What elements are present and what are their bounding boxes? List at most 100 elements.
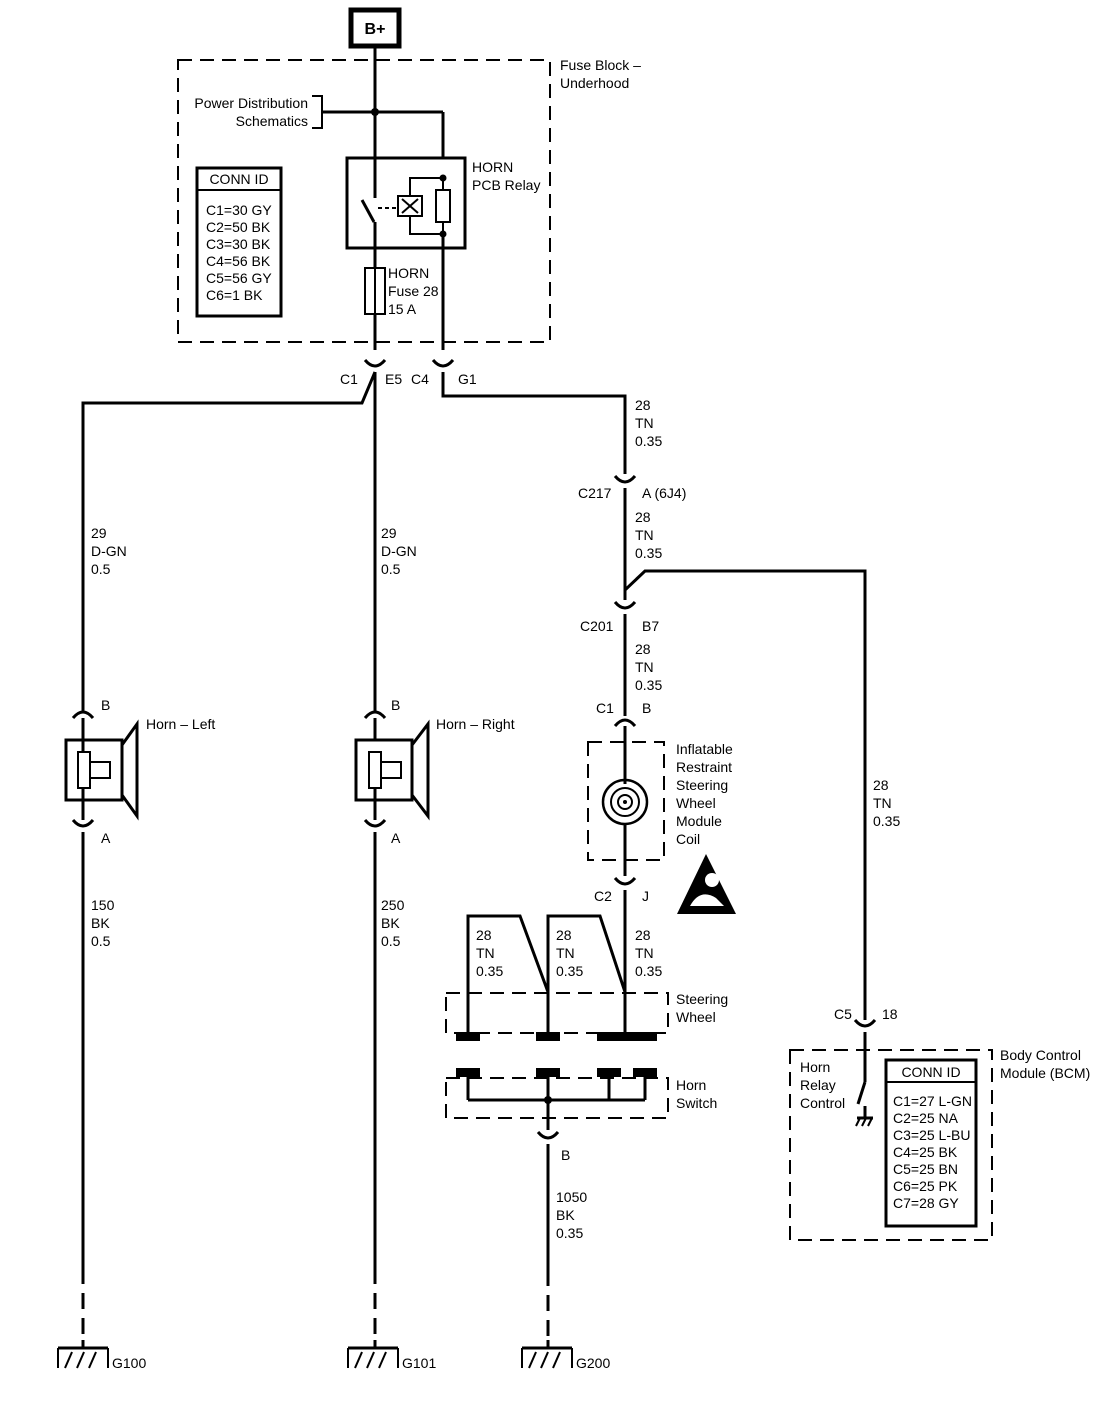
wire-switch-ground-circuit: 1050 xyxy=(556,1189,587,1205)
bcm-conn-item: C7=28 GY xyxy=(893,1195,959,1211)
wire-left-ground-circuit: 150 xyxy=(91,897,115,913)
horn-switch-label-2: Switch xyxy=(676,1095,717,1111)
inflatable-restraint-coil: Inflatable Restraint Steering Wheel Modu… xyxy=(587,741,733,861)
fuse-conn-item: C4=56 BK xyxy=(206,253,271,269)
wire-right-ground-size: 0.5 xyxy=(381,933,401,949)
wire-tn-sw1-circuit: 28 xyxy=(476,927,492,943)
fuse-conn-title: CONN ID xyxy=(209,171,268,187)
bcm-control-label-3: Control xyxy=(800,1095,845,1111)
connector-g1-label: G1 xyxy=(458,371,477,387)
wire-tn-sw3-circuit: 28 xyxy=(635,927,651,943)
steering-wheel-label-1: Steering xyxy=(676,991,728,1007)
fuse-label-2: Fuse 28 xyxy=(388,283,439,299)
wire-left-horn-feed xyxy=(81,371,377,712)
horn-right-pin-a: A xyxy=(391,830,401,846)
wire-right-ground-color: BK xyxy=(381,915,400,931)
coil-c2-label: C2 xyxy=(594,888,612,904)
power-distribution-label-1: Power Distribution xyxy=(194,95,308,111)
connector-c201: C201 B7 xyxy=(580,600,659,634)
bcm-pin-label: 18 xyxy=(882,1006,898,1022)
power-distribution-label-2: Schematics xyxy=(236,113,308,129)
coil-label-5: Module xyxy=(676,813,722,829)
bcm-label-2: Module (BCM) xyxy=(1000,1065,1090,1081)
wire-tn-c201-circuit: 28 xyxy=(635,641,651,657)
wire-right-size: 0.5 xyxy=(381,561,401,577)
bcm-conn-item: C3=25 L-BU xyxy=(893,1127,970,1143)
wire-tn-sw3-color: TN xyxy=(635,945,654,961)
horn-left-pin-b: B xyxy=(101,697,110,713)
wire-tn-c217-color: TN xyxy=(635,527,654,543)
wire-tn-c201-color: TN xyxy=(635,659,654,675)
c201-pin: B7 xyxy=(642,618,659,634)
horn-left-label: Horn – Left xyxy=(146,716,215,732)
ground-g100-label: G100 xyxy=(112,1355,146,1371)
fuse-block-connectors: C1 E5 C4 G1 xyxy=(340,358,477,387)
ground-g101-label: G101 xyxy=(402,1355,436,1371)
body-control-module: C5 18 Body Control Module (BCM) Horn Rel… xyxy=(789,1006,1090,1241)
horn-right: B Horn – Right A xyxy=(354,697,515,846)
ground-g101: G101 xyxy=(347,1340,436,1371)
fuse-conn-item: C6=1 BK xyxy=(206,287,263,303)
connector-c1-label: C1 xyxy=(340,371,358,387)
wire-tn-relay-control xyxy=(441,372,627,474)
fuse-conn-item: C5=56 GY xyxy=(206,270,272,286)
horn-switch-pin: B xyxy=(561,1147,570,1163)
fuse-conn-item: C2=50 BK xyxy=(206,219,271,235)
power-distribution-reference: Power Distribution Schematics xyxy=(194,95,445,178)
wire-tn-top-color: TN xyxy=(635,415,654,431)
coil-label-4: Wheel xyxy=(676,795,716,811)
fuse-conn-item: C3=30 BK xyxy=(206,236,271,252)
bcm-conn-item: C1=27 L-GN xyxy=(893,1093,972,1109)
ground-g200-label: G200 xyxy=(576,1355,610,1371)
battery-positive-label: B+ xyxy=(365,21,386,38)
fuse-block-label-1: Fuse Block – xyxy=(560,57,641,73)
horn-left-pin-a: A xyxy=(101,830,111,846)
horn-pcb-relay: HORN PCB Relay xyxy=(345,156,540,250)
coil-label-6: Coil xyxy=(676,831,700,847)
relay-label-2: PCB Relay xyxy=(472,177,540,193)
wire-right-ground-circuit: 250 xyxy=(381,897,405,913)
fuse-block-conn-id-table: CONN ID C1=30 GY C2=50 BK C3=30 BK C4=56… xyxy=(195,166,283,318)
bcm-control-label-1: Horn xyxy=(800,1059,830,1075)
horn-right-label: Horn – Right xyxy=(436,716,515,732)
wire-switch-ground-size: 0.35 xyxy=(556,1225,583,1241)
coil-c2-pin: J xyxy=(642,888,649,904)
wire-left-ground-color: BK xyxy=(91,915,110,931)
wire-tn-sw2-size: 0.35 xyxy=(556,963,583,979)
bcm-conn-item: C6=25 PK xyxy=(893,1178,958,1194)
wire-left-circuit: 29 xyxy=(91,525,107,541)
steering-wheel-label-2: Wheel xyxy=(676,1009,716,1025)
wire-tn-sw2-color: TN xyxy=(556,945,575,961)
coil-label-2: Restraint xyxy=(676,759,732,775)
wire-tn-bcm-circuit: 28 xyxy=(873,777,889,793)
coil-c1-pin: B xyxy=(642,700,651,716)
wire-tn-sw3-size: 0.35 xyxy=(635,963,662,979)
bcm-conn-id-table: CONN ID C1=27 L-GN C2=25 NA C3=25 L-BU C… xyxy=(884,1058,978,1228)
connector-e5-label: E5 xyxy=(385,371,402,387)
wire-left-size: 0.5 xyxy=(91,561,111,577)
ground-g200: G200 xyxy=(521,1340,610,1371)
battery-positive-terminal: B+ xyxy=(348,7,402,49)
wire-tn-c217-size: 0.35 xyxy=(635,545,662,561)
ground-g100: G100 xyxy=(57,1340,146,1371)
fuse-conn-item: C1=30 GY xyxy=(206,202,272,218)
wire-tn-c217-circuit: 28 xyxy=(635,509,651,525)
horn-fuse-28: HORN Fuse 28 15 A xyxy=(364,248,439,350)
bcm-conn-item: C4=25 BK xyxy=(893,1144,958,1160)
wire-tn-sw1-color: TN xyxy=(476,945,495,961)
wire-tn-top-size: 0.35 xyxy=(635,433,662,449)
bcm-label-1: Body Control xyxy=(1000,1047,1081,1063)
bcm-conn-item: C2=25 NA xyxy=(893,1110,959,1126)
bcm-control-label-2: Relay xyxy=(800,1077,836,1093)
wire-right-color: D-GN xyxy=(381,543,417,559)
connector-c4-label: C4 xyxy=(411,371,429,387)
wire-left-color: D-GN xyxy=(91,543,127,559)
horn-left: B Horn – Left A xyxy=(64,697,215,846)
fuse-label-3: 15 A xyxy=(388,301,417,317)
fuse-block-label-2: Underhood xyxy=(560,75,629,91)
bcm-conn-title: CONN ID xyxy=(901,1064,960,1080)
connector-c217: C217 A (6J4) xyxy=(578,474,686,501)
wire-tn-sw2-circuit: 28 xyxy=(556,927,572,943)
wire-tn-bcm-size: 0.35 xyxy=(873,813,900,829)
